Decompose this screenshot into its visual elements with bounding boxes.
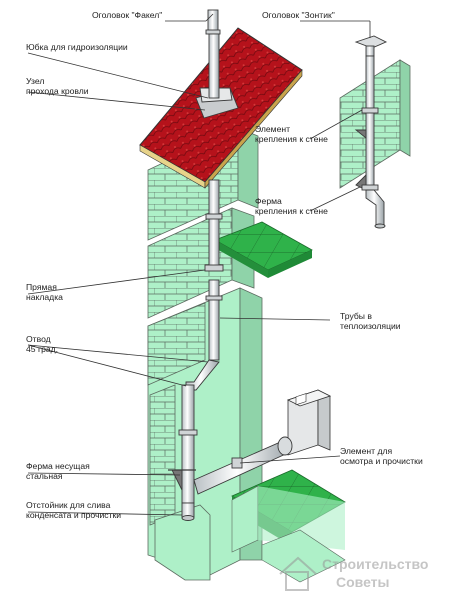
- label-wall-fastening-element: Элемент крепления к стене: [255, 124, 328, 144]
- label-zontik-head: Оголовок "Зонтик": [262, 10, 335, 20]
- leader-lines: [27, 13, 371, 516]
- label-elbow-45: Отвод 45 град.: [26, 334, 59, 354]
- upper-floor: [214, 221, 313, 278]
- right-chimney: [354, 35, 388, 229]
- boiler: [286, 389, 332, 456]
- label-fakel-head: Оголовок "Факел": [92, 10, 163, 20]
- lower-floor: [231, 469, 346, 583]
- label-roof-passage: Узел прохода кровли: [26, 76, 89, 96]
- label-insulated-pipes: Трубы в теплоизоляции: [340, 311, 401, 331]
- label-wall-fastening-truss: Ферма крепления к стене: [255, 196, 328, 216]
- label-inspection-element: Элемент для осмотра и прочистки: [340, 446, 423, 466]
- watermark-line-2: Советы: [336, 574, 390, 590]
- label-condensate-trap: Отстойник для слива конденсата и прочист…: [26, 500, 122, 520]
- watermark-logo: [279, 556, 317, 591]
- label-waterproofing-skirt: Юбка для гидроизоляции: [26, 42, 128, 52]
- right-wall: [339, 59, 411, 189]
- watermark-line-1: Строительство: [322, 556, 429, 572]
- label-support-truss: Ферма несущая стальная: [26, 461, 90, 481]
- main-chimney: [168, 9, 293, 521]
- label-straight-overlay: Прямая накладка: [26, 282, 63, 302]
